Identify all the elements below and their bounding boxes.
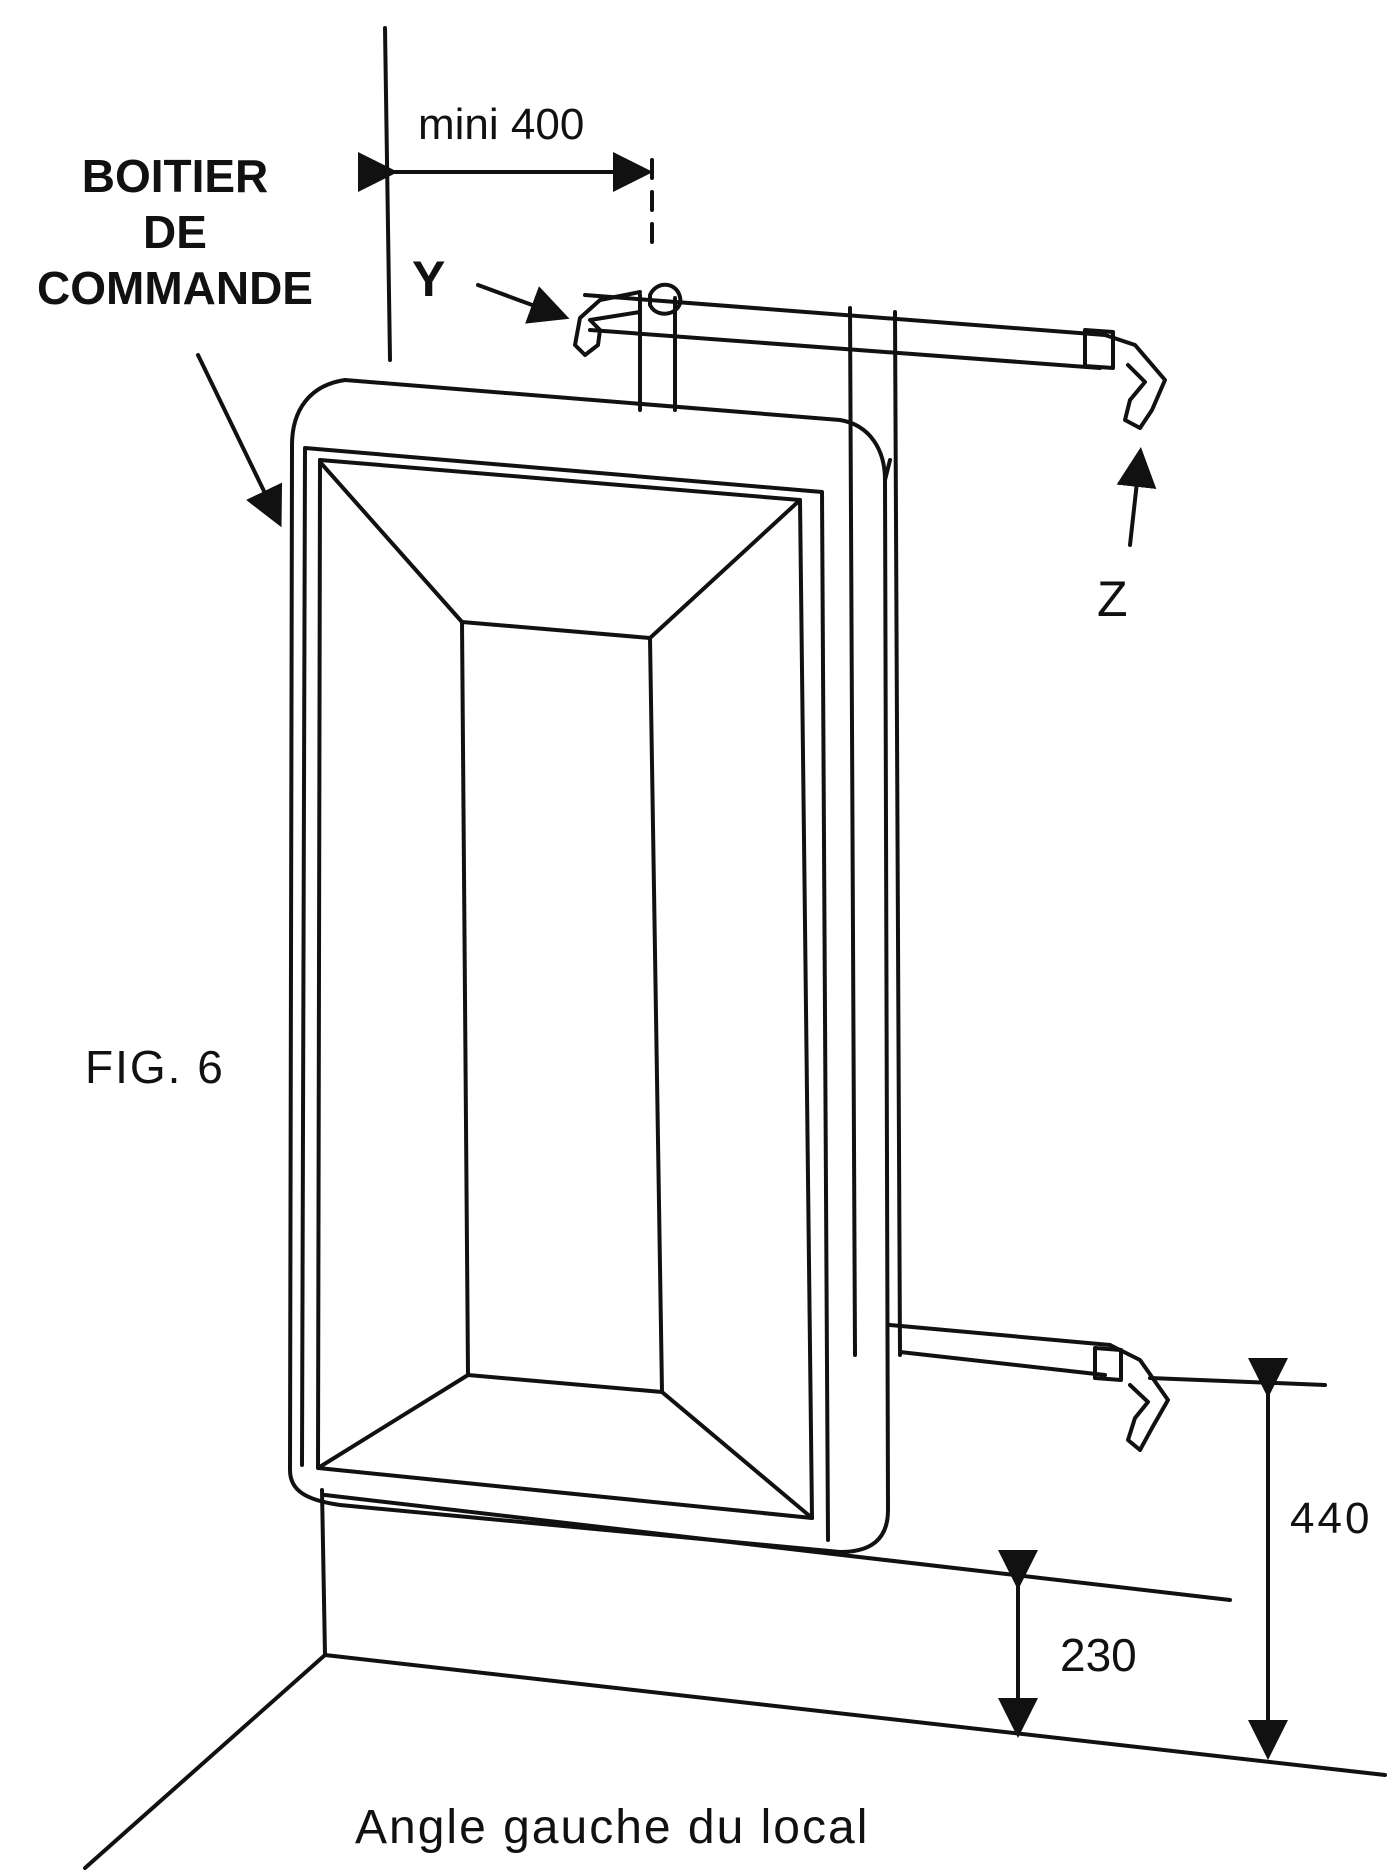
- pointer-boitier-arrow: [196, 353, 283, 528]
- bracket-y-label: Y: [412, 251, 446, 307]
- mounting-frame: [583, 282, 1123, 1382]
- dimension-mini-400-label: mini 400: [418, 100, 585, 149]
- floor-front-edge: [83, 1653, 327, 1870]
- control-box-label: BOITIER DE COMMANDE: [10, 148, 340, 316]
- diagram-caption: Angle gauche du local: [355, 1801, 870, 1854]
- pointer-z-arrow: [1116, 447, 1157, 547]
- control-box-label-line-1: BOITIER: [81, 150, 269, 202]
- bracket-z-bottom-clip: [1108, 1343, 1170, 1452]
- bracket-y-clip: [573, 290, 642, 357]
- control-box-label-line-2: DE: [143, 206, 207, 258]
- bracket-z-label: Z: [1097, 571, 1128, 627]
- pointer-y-arrow: [476, 283, 570, 324]
- control-box: [288, 378, 892, 1554]
- wall-corner-lower: [320, 1488, 327, 1657]
- figure-label: FIG. 6: [85, 1041, 225, 1093]
- dimension-440-label: 440: [1290, 1494, 1373, 1543]
- floor-wall-edge: [323, 1653, 1387, 1777]
- dim-440-ext-top: [1148, 1376, 1327, 1387]
- control-box-label-line-3: COMMANDE: [37, 262, 313, 314]
- bracket-z-top-clip: [1103, 333, 1167, 430]
- wall-corner-line: [383, 26, 392, 362]
- dimension-230-label: 230: [1060, 1629, 1137, 1681]
